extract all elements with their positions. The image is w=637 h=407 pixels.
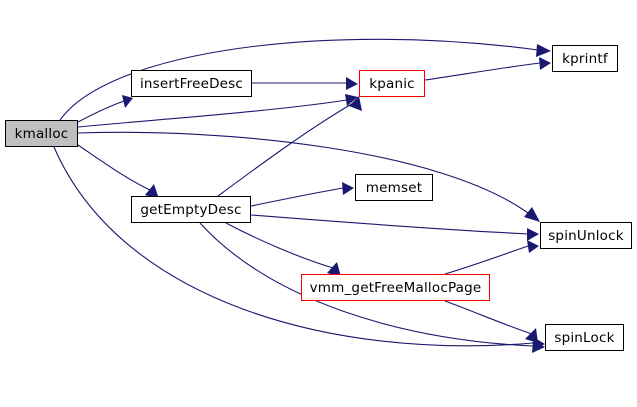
edge-vmm-spinunlock [444, 240, 539, 275]
edge-getemptydesc-spinunlock [250, 214, 539, 241]
node-memset[interactable]: memset [355, 174, 433, 201]
node-vmm-getfreemallocpage[interactable]: vmm_getFreeMallocPage [301, 274, 490, 301]
node-insertfreedesc[interactable]: insertFreeDesc [131, 70, 252, 97]
edge-getemptydesc-spinlock [199, 222, 545, 353]
node-label: memset [365, 179, 423, 196]
node-label: kmalloc [14, 125, 69, 142]
node-label: spinUnlock [548, 227, 624, 244]
edge-getemptydesc-kpanic [217, 96, 362, 197]
edge-getemptydesc-memset [250, 182, 354, 207]
edge-kmalloc-kpanic [77, 94, 358, 128]
node-label: getEmptyDesc [140, 201, 242, 218]
edge-getemptydesc-vmm [225, 222, 341, 277]
edge-vmm-spinlock [444, 300, 538, 343]
node-kprintf[interactable]: kprintf [552, 45, 618, 72]
node-label: vmm_getFreeMallocPage [309, 279, 482, 296]
edge-kmalloc-spinunlock [77, 131, 540, 222]
edge-kmalloc-getemptydesc [77, 144, 159, 199]
node-label: kpanic [369, 75, 415, 92]
node-label: insertFreeDesc [139, 75, 244, 92]
node-getemptydesc[interactable]: getEmptyDesc [131, 196, 251, 223]
node-label: spinLock [554, 329, 615, 346]
edge-kpanic-kprintf [424, 57, 551, 81]
node-spinunlock[interactable]: spinUnlock [540, 222, 632, 249]
node-kmalloc[interactable]: kmalloc [5, 120, 78, 147]
edge-insertfreedesc-kpanic [252, 77, 358, 90]
node-kpanic[interactable]: kpanic [359, 70, 425, 97]
node-spinlock[interactable]: spinLock [545, 324, 624, 351]
node-label: kprintf [562, 50, 608, 67]
edge-kmalloc-insertfreedesc [77, 95, 133, 123]
edge-kmalloc-kprintf [59, 38, 551, 121]
